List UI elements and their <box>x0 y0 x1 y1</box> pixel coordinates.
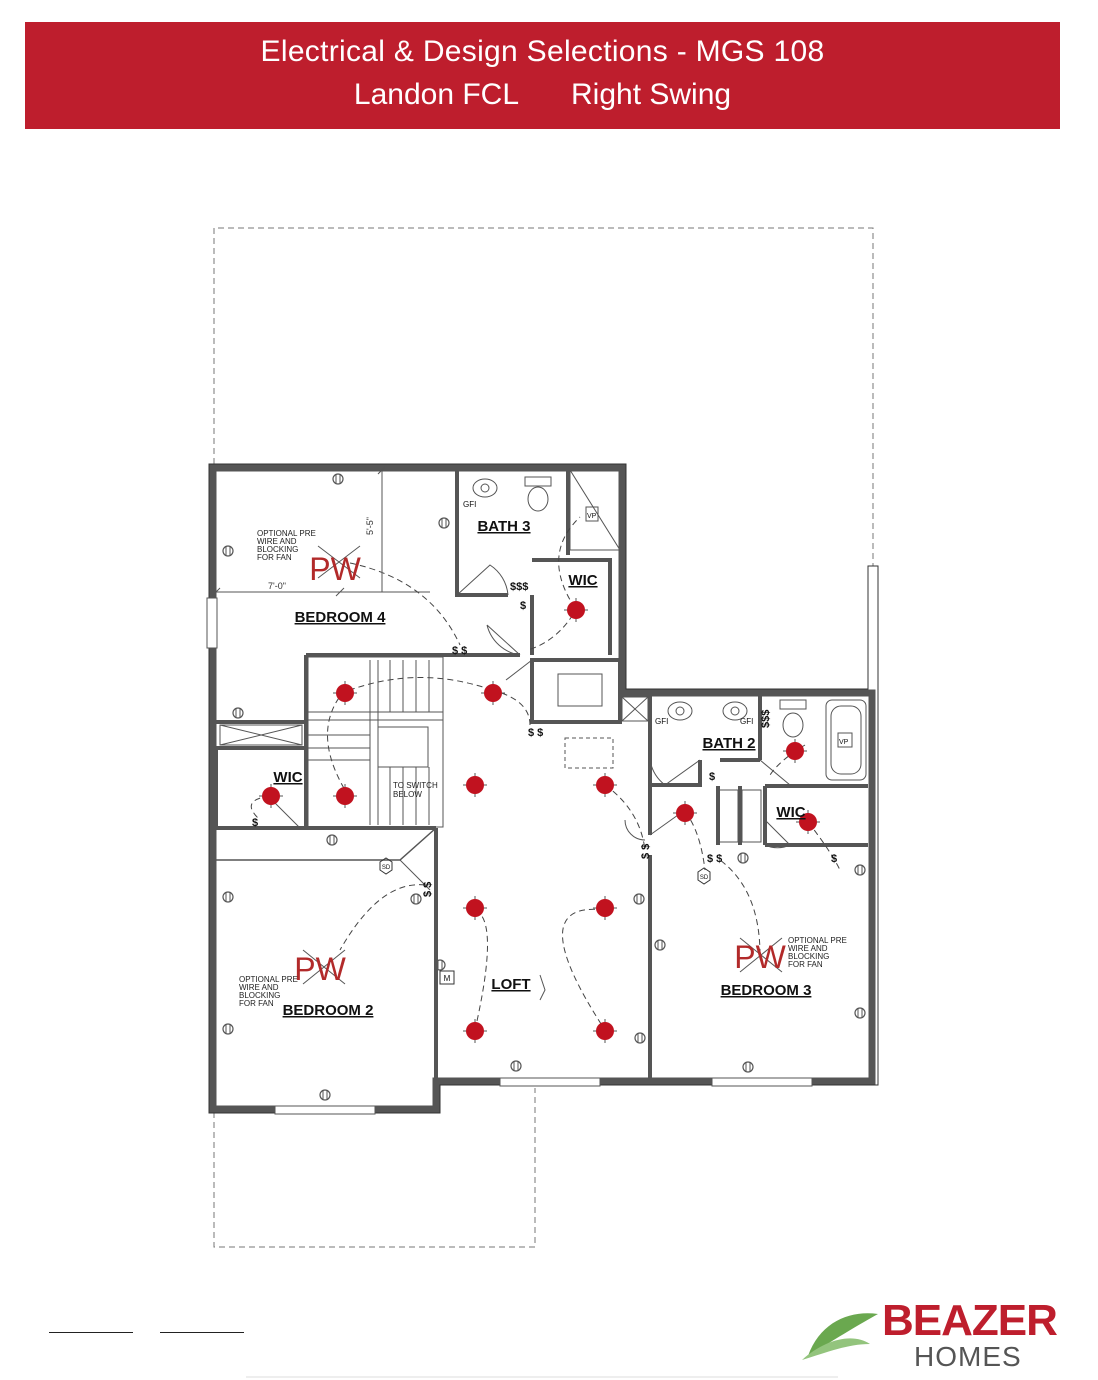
linen-closets <box>219 469 867 843</box>
room-label-bedroom4: BEDROOM 4 <box>295 609 387 626</box>
switch-bath2-tub: $$$ <box>760 710 772 728</box>
notes: OPTIONAL PRE WIRE AND BLOCKING FOR FAN O… <box>239 529 847 1008</box>
ceiling-light-marker <box>336 684 354 702</box>
room-label-bedroom2: BEDROOM 2 <box>283 1002 374 1019</box>
plan-subtitle: Landon FCL Right Swing <box>25 78 1060 112</box>
plan-name: Landon FCL <box>353 78 520 111</box>
bath-fixtures <box>472 476 853 748</box>
fan-note-b3-1: OPTIONAL PRE <box>788 936 847 945</box>
prewire-label-bedroom2: PW <box>294 951 346 987</box>
room-label-bedroom3: BEDROOM 3 <box>721 982 812 999</box>
room-label-wic-left: WIC <box>273 769 302 786</box>
ceiling-light-marker <box>676 804 694 822</box>
ceiling-light-marker <box>484 684 502 702</box>
fan-note-b3-3: BLOCKING <box>788 952 829 961</box>
header-banner: Electrical & Design Selections - MGS 108… <box>25 22 1060 129</box>
fan-note-b3-2: WIRE AND <box>788 944 828 953</box>
vp-label-bath2: VP <box>839 739 849 746</box>
ceiling-light-marker <box>336 787 354 805</box>
leaf-icon <box>802 1313 878 1360</box>
beazer-logo: BEAZER HOMES <box>800 1296 1062 1376</box>
switch-note-1: TO SWITCH <box>393 781 438 790</box>
swing-label: Right Swing <box>571 78 732 111</box>
switches: $ $ $$$ $ $ $ $ $ $ $ $$$ $ $ $ $ $ <box>252 581 837 897</box>
light-markers <box>259 598 820 1043</box>
roof-outline-bottom <box>213 1088 536 1248</box>
gfi-label-bath2-left: GFI <box>655 717 668 726</box>
fan-note-b4-1: OPTIONAL PRE <box>257 529 316 538</box>
symbol-labels: GFI GFI GFI VP VP SD SD M $ $ $$$ $ $ $ … <box>252 500 849 985</box>
switch-wic-top: $ <box>520 600 526 612</box>
switch-bath2: $ <box>709 771 715 783</box>
fan-prewire-bedroom2 <box>302 949 346 985</box>
vp-label-bath3: VP <box>587 513 597 520</box>
ceiling-light-marker <box>466 776 484 794</box>
footer-rule <box>246 1376 838 1378</box>
fan-note-b4-2: WIRE AND <box>257 537 297 546</box>
fan-note-b4-4: FOR FAN <box>257 553 292 562</box>
dimension-vertical: 5'-5" <box>365 517 375 535</box>
dimension-lines <box>211 465 387 597</box>
fan-note-b2-2: WIRE AND <box>239 983 279 992</box>
fan-prewire-bedroom4 <box>317 545 361 579</box>
fan-note-b3-4: FOR FAN <box>788 960 823 969</box>
fan-note-b2-4: FOR FAN <box>239 999 274 1008</box>
ceiling-light-marker <box>799 813 817 831</box>
prewire-labels: PW PW PW <box>294 551 786 987</box>
logo-brand: BEAZER <box>882 1296 1058 1345</box>
signature-line-1 <box>49 1332 133 1333</box>
fan-prewire-bedroom3 <box>739 937 783 973</box>
gfi-label-bath2-right: GFI <box>740 717 753 726</box>
room-label-bath2: BATH 2 <box>702 735 755 752</box>
gfi-label-bath3: GFI <box>463 500 476 509</box>
switch-wic-right: $ <box>831 853 837 865</box>
prewire-label-bedroom3: PW <box>734 939 786 975</box>
meter-box: M <box>439 970 455 985</box>
interior-walls <box>214 468 868 1079</box>
sd-label-loft: SD <box>382 865 391 871</box>
prewire-label-bedroom4: PW <box>309 551 361 587</box>
room-labels: BEDROOM 4 BATH 3 WIC WIC BATH 2 WIC LOFT… <box>273 518 811 1019</box>
ceiling-light-marker <box>466 899 484 917</box>
staircase <box>307 656 444 828</box>
ceiling-light-marker <box>596 899 614 917</box>
fan-note-b2-1: OPTIONAL PRE <box>239 975 298 984</box>
fan-note-b2-3: BLOCKING <box>239 991 280 1000</box>
ceiling-light-marker <box>596 776 614 794</box>
ceiling-light-marker <box>466 1022 484 1040</box>
switch-b4-door: $ $ <box>452 645 467 657</box>
signature-line-2 <box>160 1332 244 1333</box>
switch-note-2: BELOW <box>393 790 422 799</box>
room-label-wic-top: WIC <box>568 572 597 589</box>
switch-bedroom3: $ $ <box>707 853 722 865</box>
switch-hall: $ $ <box>528 727 543 739</box>
dimension-horizontal: 7'-0" <box>268 581 286 591</box>
ceiling-light-marker <box>567 601 585 619</box>
switch-bath3: $$$ <box>510 581 528 593</box>
room-label-wic-right: WIC <box>776 804 805 821</box>
fan-note-b4-3: BLOCKING <box>257 545 298 554</box>
page-title: Electrical & Design Selections - MGS 108 <box>260 35 825 68</box>
ceiling-light-marker <box>596 1022 614 1040</box>
m-label: M <box>444 974 451 983</box>
switch-wic-left: $ <box>252 817 258 829</box>
ceiling-light-marker <box>786 742 804 760</box>
sd-label-b3: SD <box>700 875 709 881</box>
windows <box>206 597 813 1115</box>
smoke-detector-b3: SD <box>697 867 711 885</box>
smoke-detector-loft: SD <box>379 857 393 875</box>
switch-loft-right: $ $ <box>640 844 652 859</box>
ceiling-light-marker <box>262 787 280 805</box>
switch-bedroom2: $ $ <box>422 882 434 897</box>
logo-sub: HOMES <box>914 1341 1022 1372</box>
roof-outline-top <box>213 227 874 566</box>
room-label-bath3: BATH 3 <box>477 518 530 535</box>
room-label-loft: LOFT <box>491 976 530 993</box>
